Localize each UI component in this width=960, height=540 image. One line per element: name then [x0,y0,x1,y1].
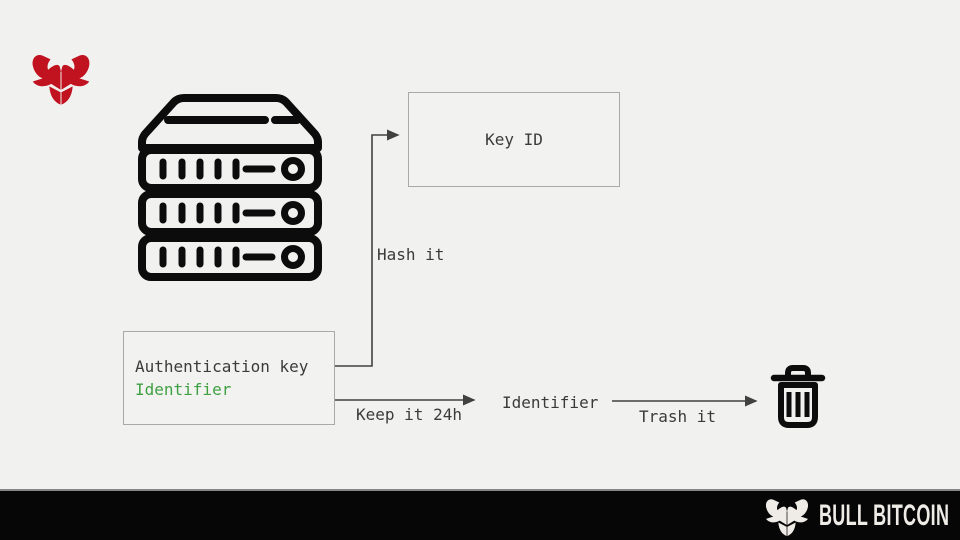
hash-it-label: Hash it [377,245,445,264]
identifier-label: Identifier [502,393,599,412]
auth-key-identifier: Identifier [135,380,232,399]
auth-key-title: Authentication key [135,357,309,376]
trash-it-label: Trash it [639,407,717,426]
keep-it-24h-label: Keep it 24h [356,405,462,424]
key-id-label: Key ID [485,130,543,149]
key-id-box: Key ID [408,92,620,187]
bull-logo-icon [765,498,809,536]
footer-brand-bar: BULL BITCOIN [0,489,960,540]
footer-brand-text: BULL BITCOIN [819,498,950,532]
bull-logo-icon [32,55,90,105]
authentication-key-box: Authentication key Identifier [123,331,335,425]
trash-icon [770,365,826,428]
server-icon [138,94,322,281]
